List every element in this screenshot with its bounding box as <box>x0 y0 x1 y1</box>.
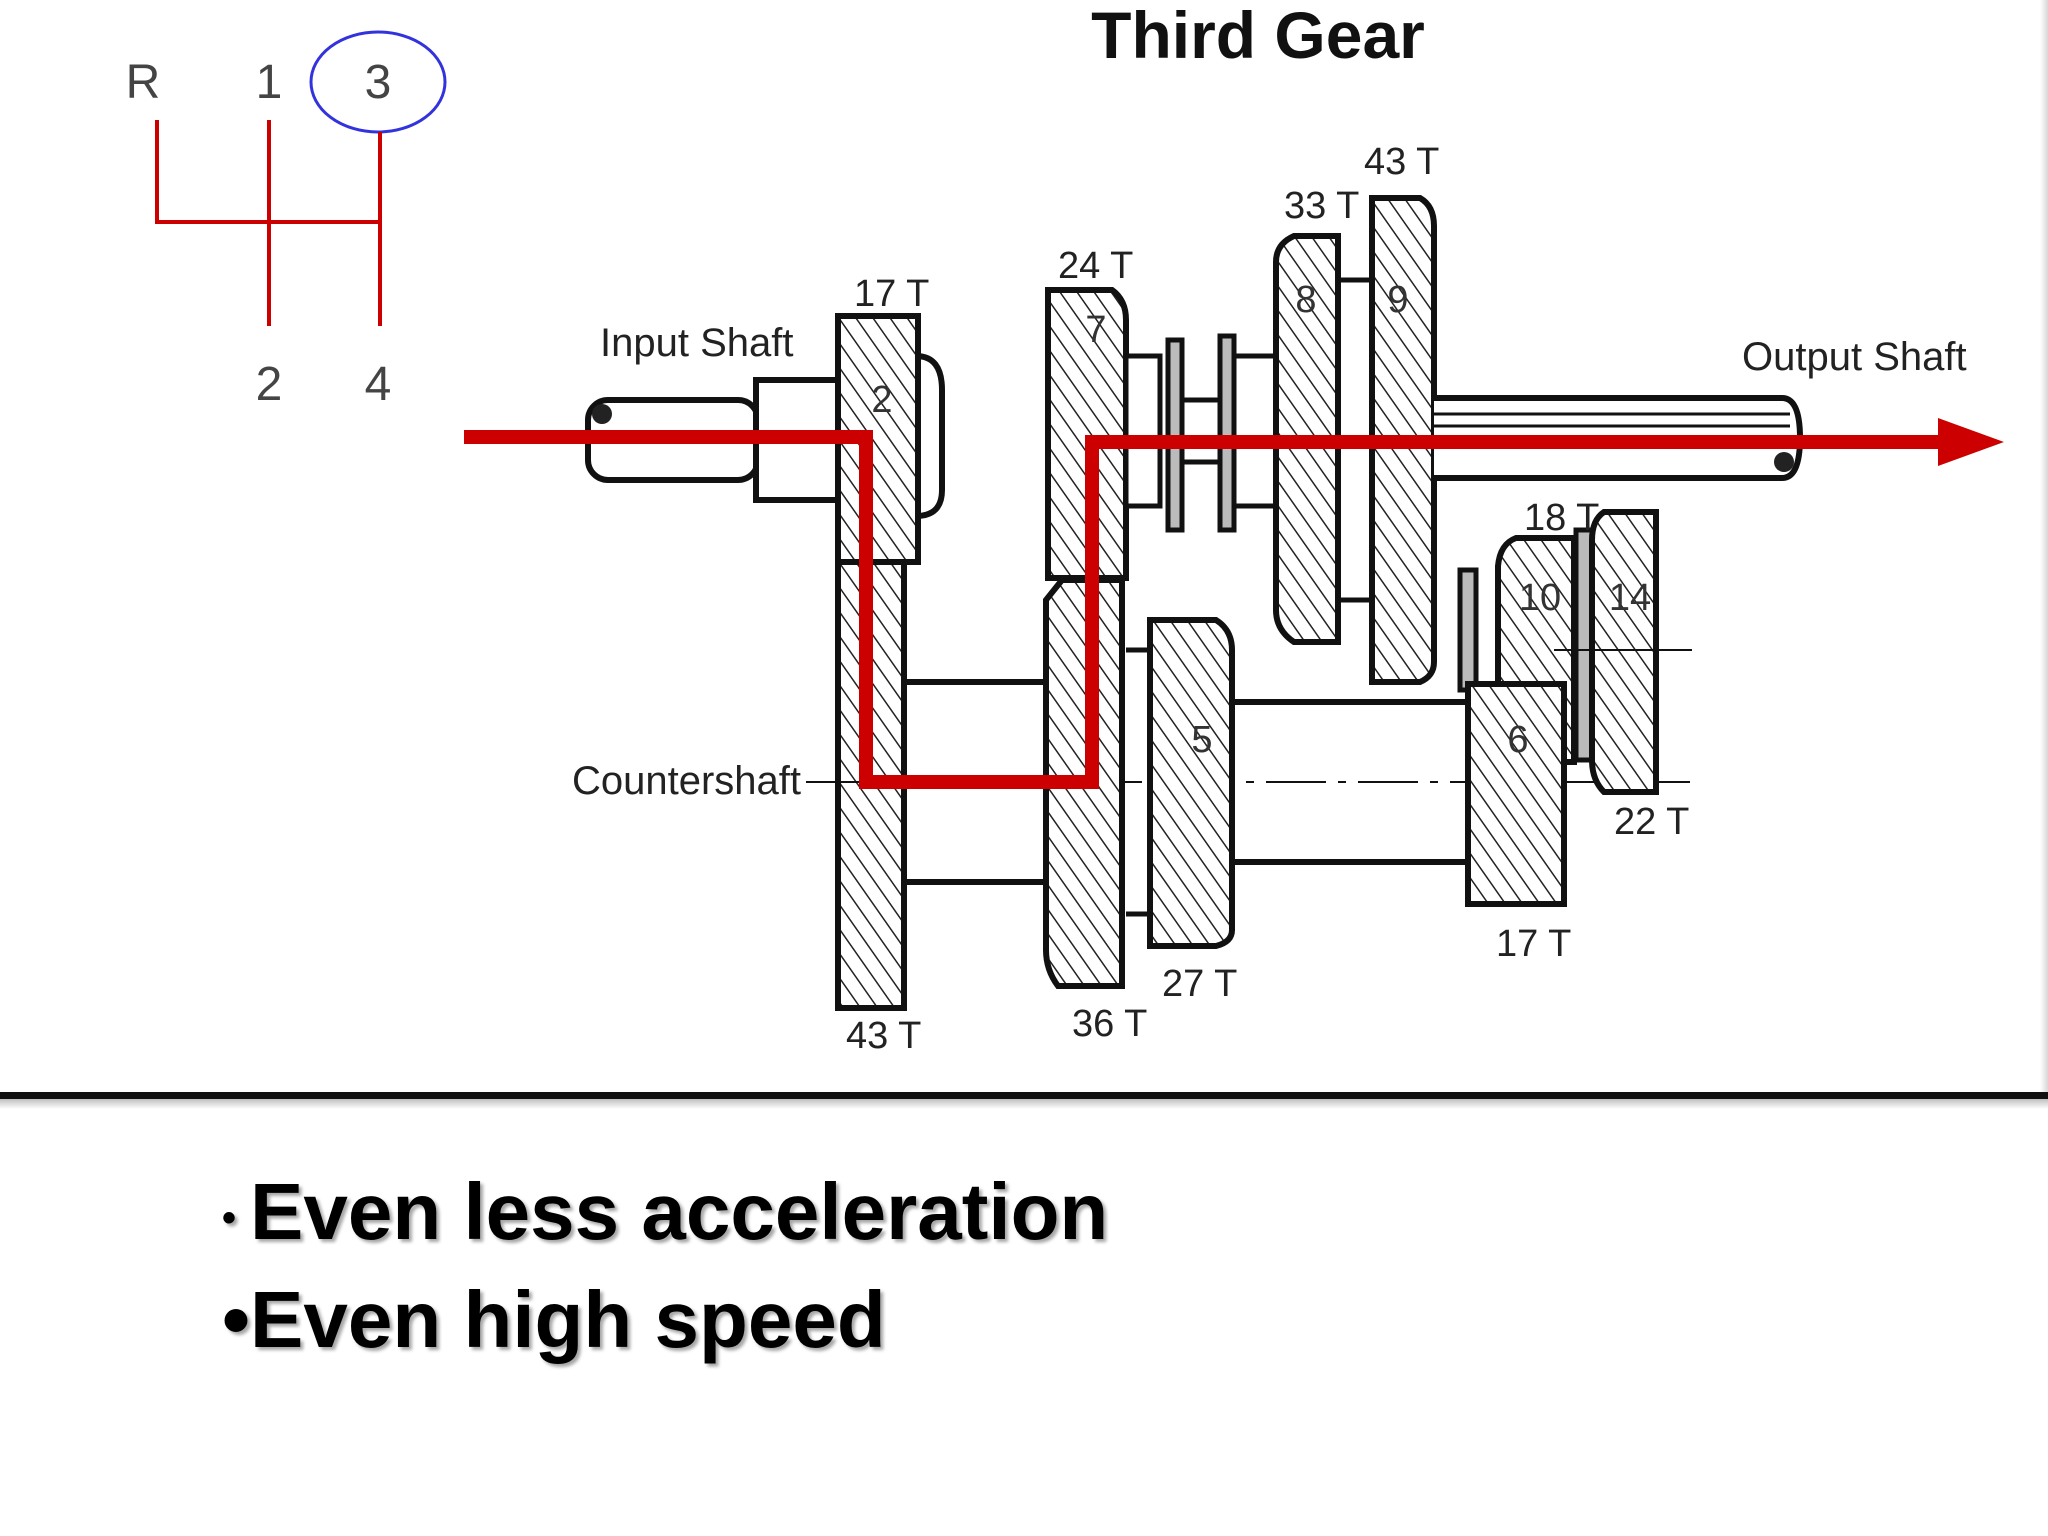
shift-label-3: 3 <box>365 56 392 109</box>
teeth-label-gear-7: 24 T <box>1058 245 1133 287</box>
teeth-label-gear-14: 22 T <box>1614 801 1689 843</box>
gearbox-diagram: Third Gear R 1 3 2 4 2 7 <box>126 0 2004 1057</box>
diagram-area: Third Gear R 1 3 2 4 2 7 <box>125 0 2004 1057</box>
shift-label-1: 1 <box>256 56 283 109</box>
gear-number-14: 14 <box>1609 577 1651 619</box>
output-shaft-label: Output Shaft <box>1742 335 1967 379</box>
synchronizer <box>1123 333 1279 533</box>
teeth-label-gear-10: 18 T <box>1524 497 1599 539</box>
slide-edge <box>2040 0 2048 1096</box>
gear-number-8: 8 <box>1295 279 1316 321</box>
bullet-dot: • <box>222 1195 237 1240</box>
bullet-text: Even less acceleration <box>250 1167 1109 1256</box>
input-shaft-label: Input Shaft <box>600 321 793 365</box>
gear-number-5: 5 <box>1191 719 1212 761</box>
teeth-label-counter-36t: 36 T <box>1072 1003 1147 1045</box>
bullet-item: •Even less acceleration <box>222 1172 1108 1252</box>
power-flow-arrowhead <box>1938 418 2004 466</box>
gear-number-10: 10 <box>1519 577 1561 619</box>
page-title: Third Gear <box>1091 0 1425 72</box>
tooth-labels: 17 T 24 T 33 T 43 T 18 T 22 T 17 T 27 T … <box>846 141 1689 1057</box>
teeth-label-gear-6: 17 T <box>1496 923 1571 965</box>
gear-number-7: 7 <box>1085 309 1106 351</box>
gear-6 <box>1465 681 1567 907</box>
shift-gate-lines <box>155 120 382 326</box>
shift-label-2: 2 <box>256 358 283 411</box>
shift-label-4: 4 <box>365 358 392 411</box>
teeth-label-gear-5: 27 T <box>1162 963 1237 1005</box>
bullet-item: •Even high speed <box>222 1280 886 1360</box>
bullet-dot: • <box>222 1275 251 1364</box>
shift-pattern: R 1 3 2 4 <box>126 30 447 411</box>
gear-number-6: 6 <box>1507 719 1528 761</box>
teeth-label-gear-8: 33 T <box>1284 185 1359 227</box>
gear-14 <box>1589 509 1659 795</box>
countershaft-label: Countershaft <box>572 759 801 803</box>
gear-number-2: 2 <box>871 379 892 421</box>
gear-number-9: 9 <box>1387 279 1408 321</box>
power-flow-path <box>464 430 1948 789</box>
teeth-label-input-gear: 17 T <box>854 273 929 315</box>
shift-label-r: R <box>126 56 161 109</box>
divider-shadow <box>0 1099 2048 1109</box>
divider <box>0 1092 2048 1099</box>
teeth-label-gear-9: 43 T <box>1364 141 1439 183</box>
bullet-text: Even high speed <box>250 1275 886 1364</box>
teeth-label-counter-43t: 43 T <box>846 1015 921 1057</box>
gear-10-collar <box>1457 567 1479 693</box>
gear-5 <box>1147 617 1235 949</box>
